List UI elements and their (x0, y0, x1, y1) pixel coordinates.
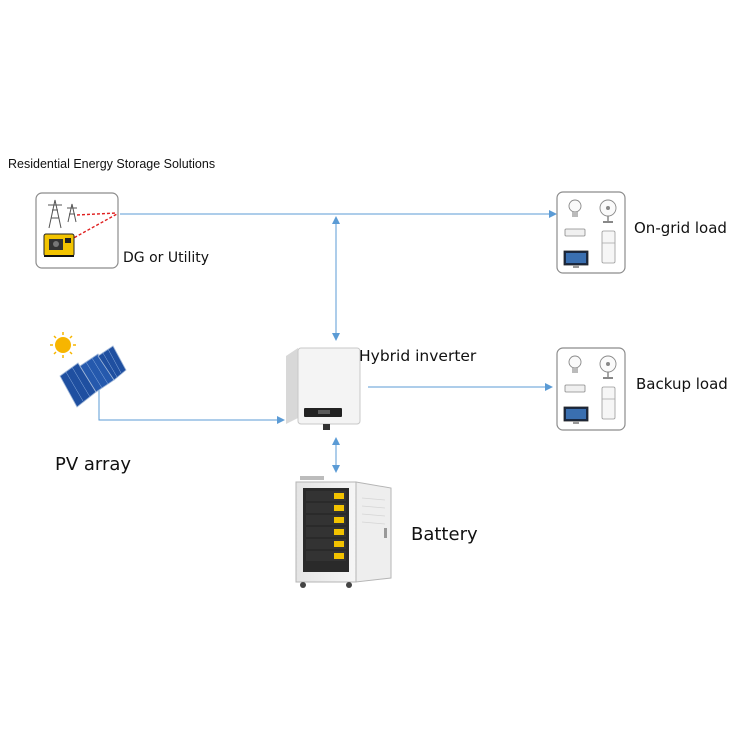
inverter-label: Hybrid inverter (359, 347, 477, 365)
transmission-tower-icon (48, 199, 77, 229)
sun-icon (50, 332, 76, 358)
inverter-icon (286, 347, 361, 430)
router-icon (564, 384, 586, 393)
pv-array-graphic (50, 332, 127, 408)
battery-cabinet-icon (295, 476, 392, 588)
utility-label: DG or Utility (123, 250, 210, 266)
light-bulb-icon (568, 355, 582, 373)
generator-icon (43, 233, 75, 257)
pv-to-inverter-line (98, 390, 285, 424)
on-grid-load-box (556, 191, 626, 274)
connectors (98, 210, 557, 473)
refrigerator-icon (601, 230, 616, 264)
refrigerator-icon (601, 386, 616, 420)
fan-icon (599, 199, 617, 223)
backup-load-label: Backup load (636, 375, 728, 393)
solar-panel-icon (59, 345, 127, 408)
pv-array-label: PV array (55, 454, 132, 475)
on-grid-load-label: On-grid load (634, 219, 727, 237)
backup-load-box (556, 347, 626, 431)
monitor-icon (563, 406, 589, 424)
page-title: Residential Energy Storage Solutions (8, 157, 216, 171)
router-icon (564, 228, 586, 237)
light-bulb-icon (568, 199, 582, 217)
fan-icon (599, 355, 617, 379)
monitor-icon (563, 250, 589, 268)
battery-label: Battery (411, 524, 478, 545)
battery-modules (306, 491, 346, 561)
utility-box (35, 192, 119, 269)
dashed-links (69, 212, 118, 241)
